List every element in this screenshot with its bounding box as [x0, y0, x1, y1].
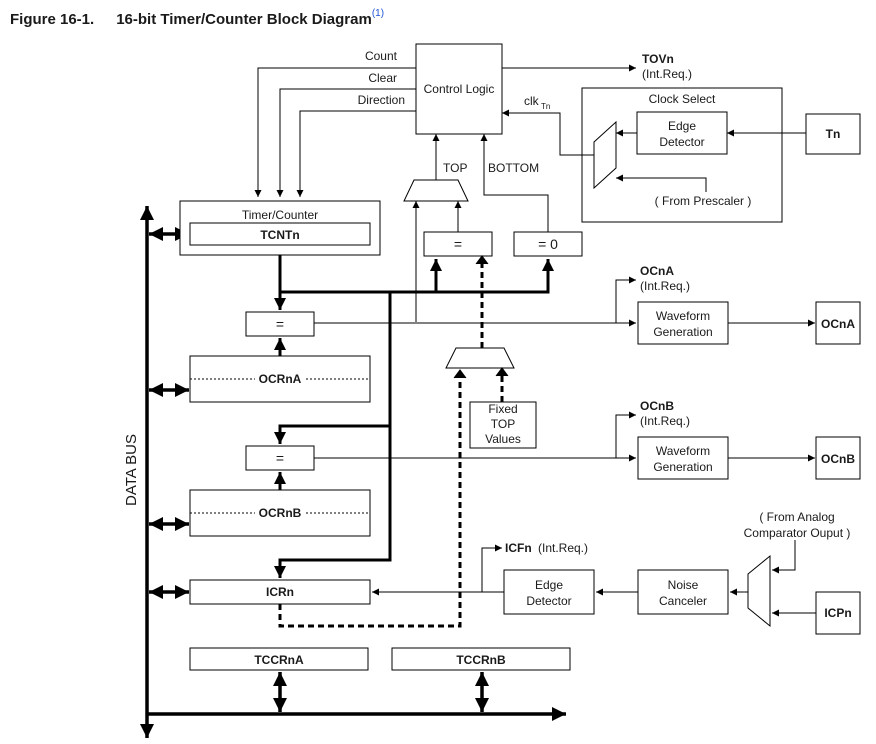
fixed-top-values-block — [469, 401, 537, 449]
tn-pin-label: Tn — [826, 127, 841, 141]
tcnt-to-icrn — [274, 426, 392, 578]
eq-top-comparator — [423, 231, 493, 257]
ocnb-pin-label: OCnB — [821, 452, 855, 466]
tn-pin-block — [805, 113, 861, 155]
fixed-top-arrowhead — [495, 367, 509, 377]
icpn-pin-label: ICPn — [824, 606, 851, 620]
waveform-b-block — [637, 436, 729, 480]
figure-title: Figure 16-1. 16-bit Timer/Counter Block D… — [10, 8, 384, 28]
fixed-top-label-2: TOP — [491, 417, 515, 431]
waveform-a-label-1: Waveform — [656, 309, 710, 323]
ocna-pin-block — [815, 301, 861, 345]
ocna-flag-label: OCnA — [640, 264, 674, 278]
fixed-top-label-3: Values — [485, 432, 521, 446]
waveform-b-label-2: Generation — [653, 460, 712, 474]
ocrna-label-bg — [255, 372, 305, 386]
tcntn-label: TCNTn — [260, 228, 299, 242]
tcntn-register — [189, 222, 371, 246]
prescaler-line — [616, 174, 707, 192]
tccrnb-register — [391, 647, 571, 671]
compare-b-comparator — [245, 445, 315, 471]
ocrnb-label: OCRnB — [259, 506, 302, 520]
tcnt-bus-main — [278, 255, 554, 294]
eq-zero-comparator — [513, 231, 583, 257]
direction-label: Direction — [358, 93, 405, 107]
tovn-req-label: (Int.Req.) — [642, 67, 692, 81]
edge-detector-clk-label-2: Detector — [659, 135, 704, 149]
from-analog-label-1: ( From Analog — [759, 510, 834, 524]
noise-canceler-label-1: Noise — [668, 578, 699, 592]
ocrna-label: OCRnA — [259, 372, 302, 386]
count-line — [254, 67, 416, 197]
ocrnb-label-bg — [255, 506, 305, 520]
ocna-flag-line — [615, 276, 636, 323]
icrn-to-fixed-mux — [278, 376, 462, 628]
eq-zero-label: = 0 — [538, 236, 558, 252]
clear-line — [276, 88, 416, 197]
timer-counter-label: Timer/Counter — [242, 208, 318, 222]
icfn-line — [481, 544, 502, 592]
figure-note-link[interactable]: (1) — [371, 8, 385, 19]
clock-select-mux — [593, 120, 617, 190]
figure-caption: 16-bit Timer/Counter Block Diagram — [116, 11, 372, 28]
fixed-top-mux — [445, 347, 515, 369]
fixed-top-label-1: Fixed — [488, 402, 517, 416]
fixed-top-mux-arrowhead — [475, 255, 489, 265]
bottom-label: BOTTOM — [488, 161, 539, 175]
control-logic-block — [415, 43, 503, 135]
clear-label: Clear — [368, 71, 397, 85]
waveform-a-label-2: Generation — [653, 325, 712, 339]
tcnt-to-compare-b — [274, 292, 392, 444]
data-bus-label: DATA BUS — [123, 434, 140, 506]
compare-a-label: = — [276, 316, 284, 332]
clk-line — [502, 109, 594, 156]
ocnb-pin-block — [815, 436, 861, 480]
waveform-b-label-1: Waveform — [656, 444, 710, 458]
edge-detector-clk-block — [636, 111, 728, 155]
figure-number: Figure 16-1. — [10, 11, 95, 28]
edge-detector-ic-label-1: Edge — [535, 578, 563, 592]
ocna-pin-label: OCnA — [821, 317, 855, 331]
noise-canceler-block — [637, 569, 729, 615]
from-prescaler-label: ( From Prescaler ) — [655, 194, 752, 208]
tccrna-register — [189, 647, 369, 671]
icfn-label: ICFn — [505, 541, 532, 555]
icrn-register — [189, 579, 371, 605]
analog-comparator-mux — [747, 554, 771, 628]
waveform-a-block — [637, 301, 729, 345]
tccrnb-label: TCCRnB — [456, 653, 506, 667]
ocnb-req-label: (Int.Req.) — [640, 414, 690, 428]
eq-top-label: = — [454, 236, 462, 252]
clock-select-label: Clock Select — [649, 92, 716, 106]
tccrna-label: TCCRnA — [254, 653, 304, 667]
icrn-mux-arrowhead — [453, 369, 467, 379]
count-label: Count — [365, 49, 398, 63]
edge-detector-ic-label-2: Detector — [526, 594, 571, 608]
clk-sub-label: Tn — [541, 102, 550, 111]
icpn-pin-block — [815, 591, 861, 635]
bottom-line — [480, 134, 549, 232]
noise-canceler-label-2: Canceler — [659, 594, 707, 608]
clock-select-block — [581, 87, 783, 223]
clk-label: clk — [524, 94, 540, 108]
direction-line — [296, 110, 416, 197]
tovn-label: TOVn — [642, 52, 674, 66]
ocnb-flag-line — [615, 411, 636, 458]
analog-comparator-line — [772, 540, 796, 574]
edge-detector-ic-block — [503, 569, 595, 615]
ocnb-flag-label: OCnB — [640, 399, 674, 413]
compare-a-comparator — [245, 311, 315, 337]
edge-detector-clk-label-1: Edge — [668, 119, 696, 133]
compare-b-label: = — [276, 450, 284, 466]
icrn-label: ICRn — [266, 585, 294, 599]
control-logic-label: Control Logic — [424, 82, 495, 96]
icfn-req-label: (Int.Req.) — [538, 541, 588, 555]
top-label: TOP — [443, 161, 467, 175]
ocna-req-label: (Int.Req.) — [640, 279, 690, 293]
top-mux — [403, 179, 469, 202]
from-analog-label-2: Comparator Ouput ) — [744, 526, 851, 540]
